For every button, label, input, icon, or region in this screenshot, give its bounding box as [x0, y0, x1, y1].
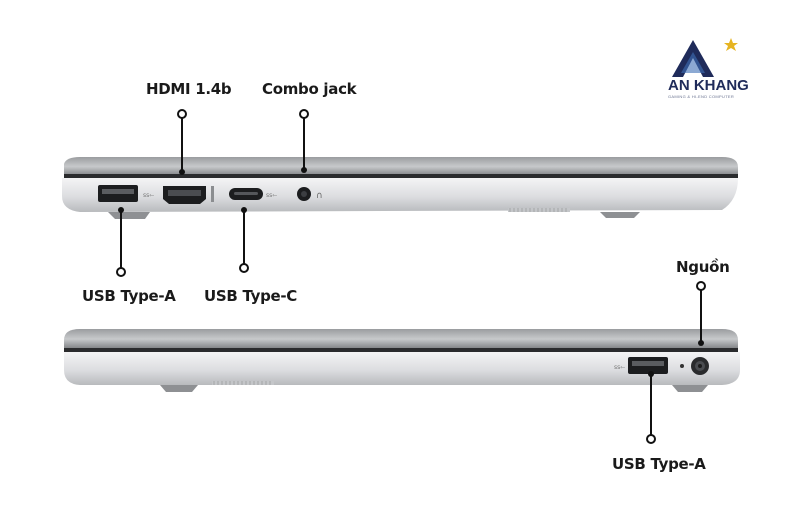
label-usb-a-right: USB Type-A: [612, 455, 706, 473]
laptop-right-side: ss⇽: [64, 329, 740, 392]
callout-dot: [177, 109, 187, 119]
laptop-base: [62, 178, 738, 212]
logo-triangle-icon: [672, 40, 714, 77]
svg-text:ss⇽: ss⇽: [614, 364, 625, 371]
power-led-icon: [680, 364, 684, 368]
logo-inner-icon: [681, 52, 705, 73]
label-hdmi: HDMI 1.4b: [146, 80, 232, 98]
laptop-hinge-gap: [64, 174, 738, 178]
callout-dot: [299, 109, 309, 119]
headphone-icon: ∩: [316, 191, 323, 201]
laptop-lid: [64, 329, 738, 349]
vent-grille: [508, 208, 570, 212]
laptop-left-side: ss⇽ ss⇽ ∩: [62, 157, 738, 219]
laptop-foot: [108, 212, 150, 219]
brand-tagline: GAMING & HI-END COMPUTER: [668, 94, 735, 99]
callout-dot: [118, 207, 124, 213]
callout-dot: [116, 267, 126, 277]
callouts: [120, 118, 702, 438]
label-usb-a-left: USB Type-A: [82, 287, 176, 305]
laptop-base: [64, 352, 740, 385]
label-power: Nguồn: [676, 258, 730, 276]
callout-dot: [301, 167, 307, 173]
callout-dot: [698, 340, 704, 346]
callout-dot: [241, 207, 247, 213]
logo-star-icon: [724, 38, 738, 51]
label-usb-c: USB Type-C: [204, 287, 298, 305]
laptop-foot: [160, 385, 198, 392]
laptop-hinge-gap: [64, 348, 738, 352]
callout-dot: [179, 169, 185, 175]
laptop-lid: [64, 157, 738, 176]
brand-name: AN KHANG: [668, 77, 749, 94]
callout-dot: [239, 263, 249, 273]
callout-dot: [696, 281, 706, 291]
callout-dot: [646, 434, 656, 444]
laptop-foot: [672, 385, 708, 392]
label-combo-jack: Combo jack: [262, 80, 357, 98]
laptop-foot: [600, 212, 640, 218]
ss-symbol-icon: ss⇽: [143, 192, 154, 199]
callout-dot: [648, 371, 654, 377]
vent-grille: [212, 381, 274, 385]
svg-text:ss⇽: ss⇽: [266, 192, 277, 199]
